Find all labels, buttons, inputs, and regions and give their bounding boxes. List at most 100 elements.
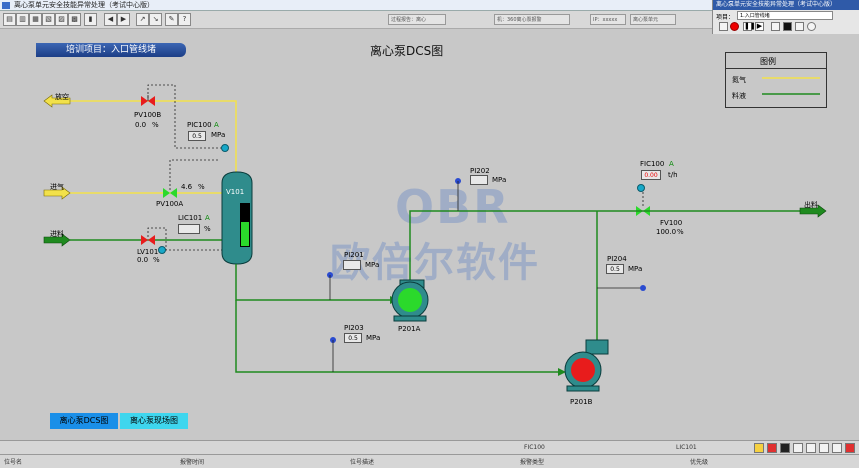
- legend-label-liquid: 料液: [732, 92, 746, 100]
- monitor-icon[interactable]: [780, 443, 790, 453]
- vent-label: 放空: [55, 93, 69, 101]
- pv100a-valve-icon[interactable]: [163, 188, 177, 198]
- lic101-transmitter-icon[interactable]: [158, 246, 166, 254]
- help-icon[interactable]: ?: [178, 13, 191, 26]
- alarm-bell-icon[interactable]: [754, 443, 764, 453]
- chart-up-icon[interactable]: ↗: [136, 13, 149, 26]
- lic101-tag: LIC101: [178, 214, 203, 222]
- window-icon[interactable]: [806, 443, 816, 453]
- pv100b-valve-icon[interactable]: [141, 95, 155, 106]
- pi202-unit: MPa: [492, 176, 507, 184]
- pic100-mode: A: [214, 121, 219, 129]
- monitor-icon[interactable]: [783, 22, 792, 31]
- status-cell-unit: 离心泵单元: [630, 14, 676, 25]
- arrow-right-icon[interactable]: ▶: [117, 13, 130, 26]
- legend-title: 图例: [760, 57, 776, 66]
- pv100a-tag: PV100A: [156, 200, 184, 208]
- pi201-tag: PI201: [344, 251, 364, 259]
- alarm-header-tag: 位号名: [4, 459, 23, 466]
- pic100-transmitter-icon[interactable]: [221, 144, 229, 152]
- trend-icon[interactable]: ▦: [29, 13, 42, 26]
- window-title: 离心泵单元安全技能异常处理（考试中心版）: [14, 1, 154, 9]
- control-panel-title: 离心泵单元安全技能异常处理（考试中心版）: [713, 0, 859, 10]
- outlet-label: 出料: [804, 201, 818, 209]
- pv100b-value: 0.0: [135, 121, 147, 129]
- edit-icon[interactable]: ✎: [165, 13, 178, 26]
- lic101-unit: %: [204, 225, 211, 233]
- fv100-value: 100.0: [656, 228, 677, 236]
- document-icon[interactable]: ▮: [84, 13, 97, 26]
- alarm-tag-lic101[interactable]: LIC101: [676, 444, 697, 451]
- lv101-tag: LV101: [137, 248, 159, 256]
- pic100-unit: MPa: [211, 131, 226, 139]
- status-cell-machine: 机：360离心泵报警: [494, 14, 570, 25]
- pi203-unit: MPa: [366, 334, 381, 342]
- pi203-tag: PI203: [344, 324, 364, 332]
- pv100b-unit: %: [152, 121, 159, 129]
- pi204-value: 0.5: [606, 264, 624, 274]
- project-select[interactable]: 1.入口管线堵: [737, 11, 833, 20]
- grid-icon[interactable]: ▨: [55, 13, 68, 26]
- legend-label-nitrogen: 氮气: [732, 76, 746, 84]
- nav-field-button[interactable]: 离心泵现场图: [120, 413, 188, 429]
- fic100-value[interactable]: 0.00: [641, 170, 661, 180]
- clock-icon[interactable]: [807, 22, 816, 31]
- vent-arrow-icon: [43, 94, 71, 108]
- arrow-left-icon[interactable]: ◀: [104, 13, 117, 26]
- vent-line: [70, 100, 237, 178]
- pi203-value: 0.5: [344, 333, 362, 343]
- pic100-value[interactable]: 0.5: [188, 131, 206, 141]
- table-icon[interactable]: ▧: [42, 13, 55, 26]
- pv100a-unit: %: [198, 183, 205, 191]
- page-title: 离心泵DCS图: [370, 44, 444, 58]
- lic101-mode: A: [205, 214, 210, 222]
- fic100-mode: A: [669, 160, 674, 168]
- alarm-tag-fic100[interactable]: FIC100: [524, 444, 545, 451]
- settings-icon[interactable]: [832, 443, 842, 453]
- nitrogen-arrow-icon: [43, 186, 71, 200]
- legend: 图例 氮气 料液: [725, 52, 827, 108]
- print-icon[interactable]: [819, 443, 829, 453]
- feed-inlet-label: 进料: [50, 230, 64, 238]
- record-icon[interactable]: [730, 22, 739, 31]
- pi201-value: [343, 260, 361, 270]
- exit-icon[interactable]: [845, 443, 855, 453]
- app-icon: [2, 2, 10, 9]
- fv100-tag: FV100: [660, 219, 683, 227]
- watermark-company-text: 欧倍尔软件: [330, 240, 540, 286]
- lv101-valve-icon[interactable]: [141, 235, 155, 245]
- pump-p201a[interactable]: [391, 279, 429, 322]
- p201a-tag: P201A: [398, 325, 421, 333]
- list-icon[interactable]: ▩: [68, 13, 81, 26]
- stop-square-icon[interactable]: [719, 22, 728, 31]
- chart-icon[interactable]: ▤: [3, 13, 16, 26]
- lic101-value[interactable]: [178, 224, 200, 234]
- vessel-v101[interactable]: [221, 171, 253, 265]
- fic100-transmitter-icon[interactable]: [637, 184, 645, 192]
- play-icon[interactable]: ▶: [755, 22, 764, 31]
- list-view-icon[interactable]: [771, 22, 780, 31]
- fic100-unit: t/h: [668, 171, 678, 179]
- alarm-stop-icon[interactable]: [767, 443, 777, 453]
- pi202-value: [470, 175, 488, 185]
- project-label: 项目：: [716, 14, 735, 21]
- chart-down-icon[interactable]: ↘: [149, 13, 162, 26]
- fic100-tag: FIC100: [640, 160, 665, 168]
- process-diagram: [43, 77, 827, 392]
- notes-icon[interactable]: [793, 443, 803, 453]
- toolbar: ▤ ▥ ▦ ▧ ▨ ▩ ▮ ◀ ▶ ↗ ↘ ✎ ? 过程报告：离心 机：360离…: [0, 11, 712, 29]
- alarm-header-type: 报警类型: [520, 459, 545, 466]
- pi204-gauge-icon[interactable]: [640, 285, 646, 291]
- nav-dcs-button[interactable]: 离心泵DCS图: [50, 413, 118, 429]
- pause-icon[interactable]: ❚❚: [743, 22, 756, 31]
- window-title-bar: 离心泵单元安全技能异常处理（考试中心版）: [0, 0, 712, 11]
- pi204-tag: PI204: [607, 255, 627, 263]
- pi204-unit: MPa: [628, 265, 643, 273]
- bars-icon[interactable]: ▥: [16, 13, 29, 26]
- camera-icon[interactable]: [795, 22, 804, 31]
- pv100b-tag: PV100B: [134, 111, 162, 119]
- watermark-logo-text: OBR: [395, 180, 511, 234]
- pump-p201b[interactable]: [564, 339, 609, 392]
- alarm-bar: FIC100 LIC101 位号名 报警时间 位号描述 报警类型 优先级: [0, 440, 859, 468]
- training-project-banner: 培训项目：入口管线堵: [36, 43, 186, 57]
